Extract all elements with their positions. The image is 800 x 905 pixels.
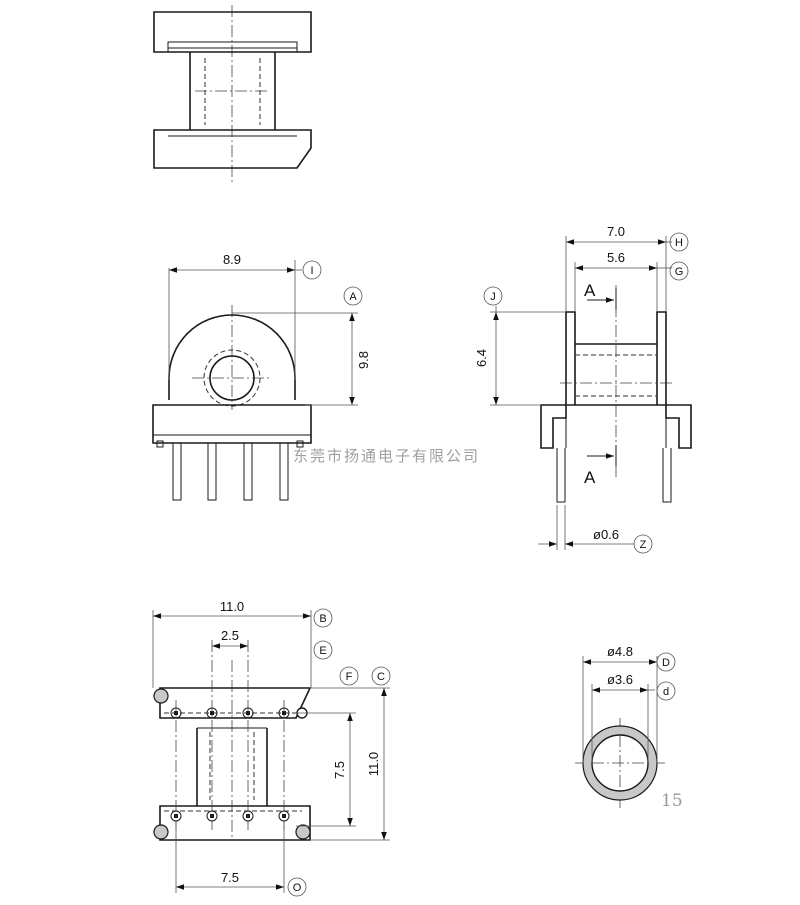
front-width-dim: 8.9 bbox=[223, 252, 241, 267]
company-watermark: 东莞市扬通电子有限公司 bbox=[293, 447, 480, 465]
section-label-bottom: A bbox=[584, 468, 596, 487]
bottom-pin-span-dim: 7.5 bbox=[221, 870, 239, 885]
side-height-ref: J bbox=[490, 291, 496, 303]
bottom-view bbox=[152, 608, 391, 897]
front-height-dim: 9.8 bbox=[356, 351, 371, 369]
bottom-span-ref: O bbox=[293, 882, 302, 894]
top-view bbox=[153, 5, 312, 182]
side-pin-ref: Z bbox=[640, 539, 647, 551]
side-overall-width-dim: 7.0 bbox=[607, 224, 625, 239]
core-section bbox=[575, 652, 676, 808]
side-inner-width-dim: 5.6 bbox=[607, 250, 625, 265]
side-view bbox=[483, 232, 692, 554]
side-overall-width-ref: H bbox=[675, 237, 683, 249]
page-number: 15 bbox=[661, 791, 683, 811]
core-inner-dia-dim: ø3.6 bbox=[607, 672, 633, 687]
core-inner-ref: d bbox=[663, 686, 669, 698]
side-inner-width-ref: G bbox=[675, 266, 684, 278]
front-view bbox=[152, 260, 363, 501]
core-outer-dia-dim: ø4.8 bbox=[607, 644, 633, 659]
front-width-ref: I bbox=[310, 265, 313, 277]
bottom-pitch-dim: 2.5 bbox=[221, 628, 239, 643]
bottom-width-ref: B bbox=[319, 613, 326, 625]
core-outer-ref: D bbox=[662, 657, 670, 669]
section-label-top: A bbox=[584, 281, 596, 300]
front-height-ref: A bbox=[349, 291, 357, 303]
bottom-overall-length-dim: 11.0 bbox=[366, 752, 381, 776]
bottom-width-dim: 11.0 bbox=[220, 599, 244, 614]
bottom-inner-length-dim: 7.5 bbox=[332, 761, 347, 779]
side-pin-dia-dim: ø0.6 bbox=[593, 527, 619, 542]
side-height-dim: 6.4 bbox=[474, 349, 489, 367]
bottom-ref-c: C bbox=[377, 671, 385, 683]
bottom-pitch-ref: E bbox=[319, 645, 326, 657]
bottom-ref-f: F bbox=[346, 671, 353, 683]
